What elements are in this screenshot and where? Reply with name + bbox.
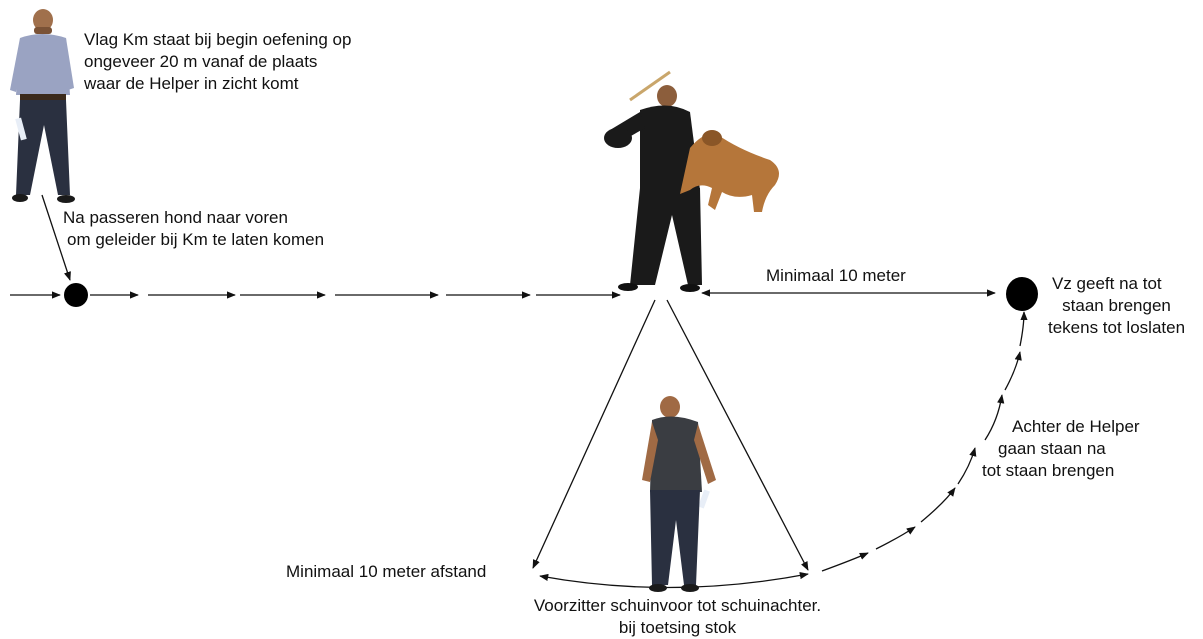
vz-note: Vz geeft na tot staan brengen tekens tot… [1048, 273, 1185, 339]
min-distance-top-label: Minimaal 10 meter [766, 265, 906, 287]
standing-man-icon [10, 9, 75, 203]
behind-helper-path [821, 311, 1028, 572]
helper-with-dog-icon [604, 70, 779, 292]
behind-helper-line: tot staan brengen [982, 461, 1115, 480]
judge-note-line: bij toetsing stok [618, 618, 737, 637]
behind-helper-note: Achter de Helper gaan staan na tot staan… [982, 416, 1140, 482]
min-distance-top-text: Minimaal 10 meter [766, 266, 906, 285]
min-distance-bottom-label: Minimaal 10 meter afstand [286, 561, 486, 583]
vz-note-line: staan brengen [1062, 296, 1171, 315]
min-distance-bottom-text: Minimaal 10 meter afstand [286, 562, 487, 581]
judge-note-line: Voorzitter schuinvoor tot schuinachter. [533, 596, 822, 615]
behind-helper-line: gaan staan na [998, 439, 1106, 458]
judge-note: Voorzitter schuinvoor tot schuinachter. … [505, 595, 850, 639]
flag-to-dot-arrow [41, 194, 71, 281]
passing-note: Na passeren hond naar voren om geleider … [63, 207, 324, 251]
judge-arc [539, 571, 809, 589]
flag-note-line: Vlag Km staat bij begin oefening op [84, 30, 352, 49]
behind-helper-line: Achter de Helper [1012, 417, 1140, 436]
passing-note-line: om geleider bij Km te laten komen [67, 230, 325, 249]
start-point-dot [64, 283, 88, 307]
triangle-left-leg [532, 299, 656, 569]
vz-note-line: tekens tot loslaten [1048, 318, 1186, 337]
passing-note-line: Na passeren hond naar voren [63, 208, 288, 227]
flag-note-line: waar de Helper in zicht komt [84, 74, 299, 93]
vz-note-line: Vz geeft na tot [1052, 274, 1162, 293]
walking-judge-icon [642, 396, 716, 592]
flag-note-line: ongeveer 20 m vanaf de plaats [84, 52, 318, 71]
vz-point-dot [1006, 277, 1038, 311]
flag-note: Vlag Km staat bij begin oefening op onge… [84, 29, 351, 95]
triangle-right-leg [666, 299, 809, 571]
